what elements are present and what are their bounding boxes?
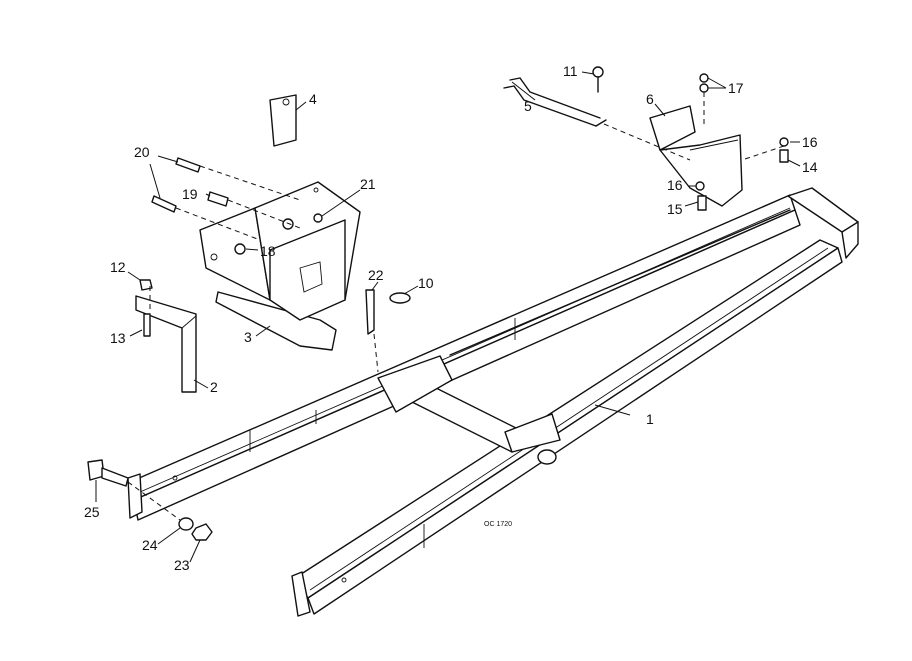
- callout-19: 19: [182, 186, 198, 202]
- callout-22: 22: [368, 267, 384, 283]
- callout-10: 10: [418, 275, 434, 291]
- part-6-mount-bracket: [649, 105, 743, 207]
- callout-11: 11: [563, 63, 578, 79]
- hardware: [87, 66, 789, 541]
- callout-24: 24: [142, 537, 158, 553]
- callout-16a: 16: [667, 177, 683, 193]
- callout-16b: 16: [802, 134, 818, 150]
- callout-labels: 1 2 3 4 5 6 10 11 12 13 14 15 16 16 17 1…: [84, 63, 818, 573]
- callout-4: 4: [309, 91, 317, 107]
- callout-13: 13: [110, 330, 126, 346]
- leader-lines: [95, 71, 801, 563]
- part-3-hitch-bracket: [199, 181, 361, 351]
- part-4-clevis-link: [269, 94, 297, 147]
- callout-5: 5: [524, 98, 532, 114]
- callout-20: 20: [134, 144, 150, 160]
- callout-23: 23: [174, 557, 190, 573]
- part-1-main-frame: [127, 187, 859, 617]
- callout-1: 1: [646, 411, 654, 427]
- callout-25: 25: [84, 504, 100, 520]
- callout-12: 12: [110, 259, 126, 275]
- callout-15: 15: [667, 201, 683, 217]
- callout-17: 17: [728, 80, 744, 96]
- part-5-rod: [503, 77, 607, 127]
- callout-6: 6: [646, 91, 654, 107]
- assembly-lines: [127, 92, 785, 521]
- callout-18: 18: [260, 243, 276, 259]
- callout-3: 3: [244, 329, 252, 345]
- part-2-l-bracket: [135, 295, 197, 393]
- callout-14: 14: [802, 159, 818, 175]
- drawing-code: OC 1720: [484, 521, 512, 528]
- callout-2: 2: [210, 379, 218, 395]
- callout-21: 21: [360, 176, 376, 192]
